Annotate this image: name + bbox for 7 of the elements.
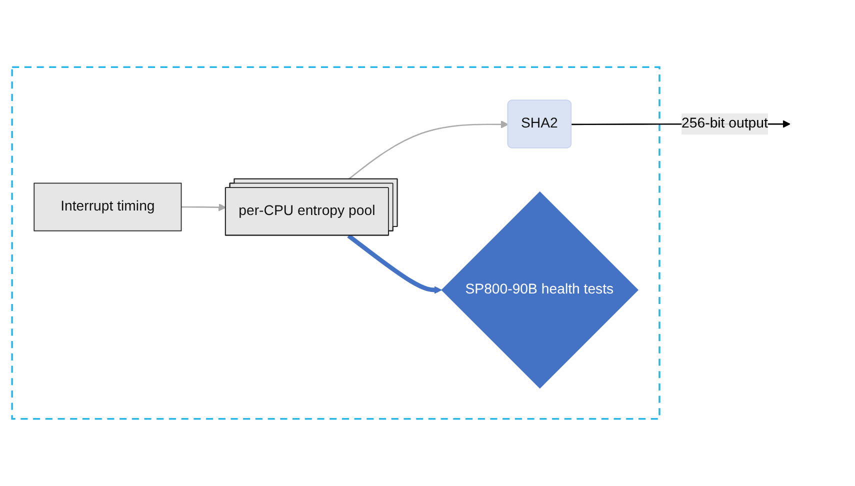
arrow	[181, 203, 226, 212]
arrow	[347, 234, 442, 294]
node-diamond: SP800-90B health tests	[441, 191, 638, 389]
arrow	[348, 120, 509, 180]
cluster	[11, 66, 660, 420]
node-box: Interrupt timing	[34, 182, 182, 232]
edge-label: 256-bit output	[682, 116, 768, 132]
